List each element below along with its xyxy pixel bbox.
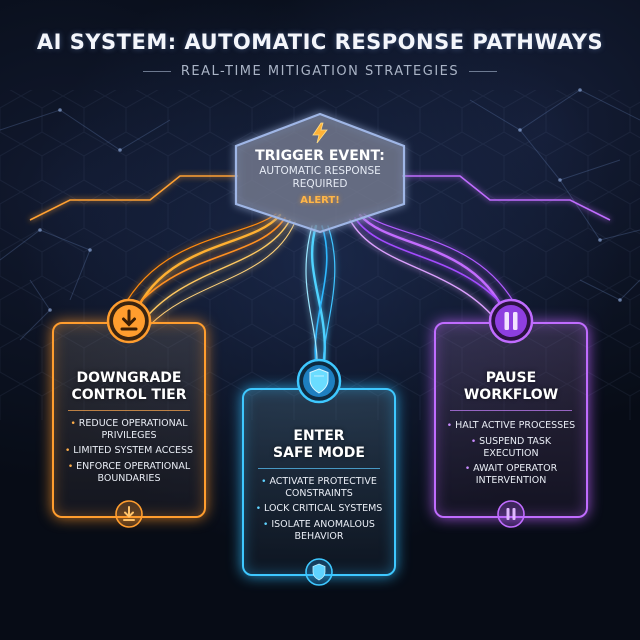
list-item: •HALT ACTIVE PROCESSES xyxy=(446,420,576,431)
bullet-dot: • xyxy=(67,462,74,472)
trigger-subtitle-line1: AUTOMATIC RESPONSE xyxy=(259,165,381,177)
page-title: AI SYSTEM: AUTOMATIC RESPONSE PATHWAYS xyxy=(36,30,604,54)
bullet-dot: • xyxy=(446,421,453,431)
card-title-line1: DOWNGRADE xyxy=(76,370,182,386)
subtitle-divider-right xyxy=(469,71,498,72)
bullet-dot: • xyxy=(263,520,269,530)
card-divider xyxy=(450,410,572,411)
lightning-bolt-icon xyxy=(312,122,328,144)
orange-side-wire xyxy=(29,175,238,221)
bullet-dot: • xyxy=(64,446,71,456)
bullet-dot: • xyxy=(70,419,76,429)
pause-icon xyxy=(488,298,534,344)
card-title-line1: ENTER xyxy=(293,428,345,444)
subtitle-divider-left xyxy=(142,71,171,72)
list-item: •LIMITED SYSTEM ACCESS xyxy=(64,445,194,456)
bullet-dot: • xyxy=(464,464,471,474)
pause-icon xyxy=(497,500,525,528)
alert-label: ALERT! xyxy=(300,195,340,206)
purple-side-wire xyxy=(402,175,611,221)
list-item: •SUSPEND TASK EXECUTION xyxy=(470,436,552,459)
downgrade-control-tier-card: DOWNGRADE CONTROL TIER •REDUCE OPERATION… xyxy=(52,322,206,528)
trigger-title: TRIGGER EVENT: xyxy=(255,148,385,164)
shield-icon xyxy=(305,558,333,586)
purple-flow xyxy=(349,213,526,327)
trigger-subtitle-line2: REQUIRED xyxy=(292,178,348,190)
bullet-dot: • xyxy=(470,437,477,447)
card-divider xyxy=(68,410,190,411)
list-item: •LOCK CRITICAL SYSTEMS xyxy=(255,503,383,514)
subtitle-row: REAL-TIME MITIGATION STRATEGIES xyxy=(0,64,640,79)
pause-workflow-card: PAUSE WORKFLOW •HALT ACTIVE PROCESSES •S… xyxy=(434,322,588,528)
bullet-dot: • xyxy=(255,504,261,514)
subtitle: REAL-TIME MITIGATION STRATEGIES xyxy=(180,64,460,79)
card-title-line2: CONTROL TIER xyxy=(71,387,187,403)
card-bullet-list: •HALT ACTIVE PROCESSES •SUSPEND TASK EXE… xyxy=(444,420,578,490)
card-title-line2: WORKFLOW xyxy=(463,387,559,403)
orange-flow xyxy=(114,213,296,327)
download-arrow-icon xyxy=(115,500,143,528)
card-title-line2: SAFE MODE xyxy=(273,445,365,461)
card-divider xyxy=(258,468,380,469)
trigger-hexagon xyxy=(234,112,406,234)
card-title-line1: PAUSE xyxy=(485,370,537,386)
bullet-dot: • xyxy=(261,477,267,487)
shield-icon xyxy=(296,358,342,404)
trigger-event-node: TRIGGER EVENT: AUTOMATIC RESPONSE REQUIR… xyxy=(236,148,404,206)
download-arrow-icon xyxy=(106,298,152,344)
